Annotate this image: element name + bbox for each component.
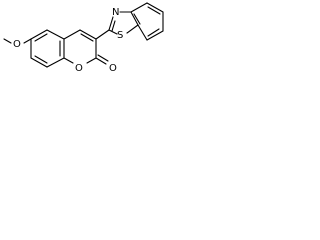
benzothiazole: [95, 2, 164, 41]
bond: [108, 16, 114, 31]
benzo-ring: [30, 29, 65, 68]
bond: [23, 38, 32, 44]
methoxy-group: [3, 38, 32, 44]
bond: [95, 29, 110, 40]
double-bond-inner: [133, 13, 141, 25]
double-bond-inner: [147, 6, 161, 15]
bond: [79, 29, 97, 40]
bond: [130, 11, 139, 26]
carbonyl-bond: [97, 54, 109, 62]
double-bond-inner: [34, 33, 48, 42]
ring-oxygen-label: O: [75, 63, 83, 74]
bond: [130, 2, 148, 13]
bond: [30, 29, 48, 40]
bond: [63, 57, 74, 64]
bond: [126, 24, 139, 34]
bond: [30, 57, 48, 68]
carbonyl-oxygen-label: O: [109, 63, 117, 74]
double-bond-inner: [80, 33, 94, 42]
thiazole-sulfur-label: S: [117, 30, 123, 41]
thiazole-nitrogen-label: N: [112, 7, 119, 18]
bond: [63, 29, 81, 40]
bond: [137, 24, 148, 41]
double-bond-inner: [111, 20, 116, 32]
bond: [146, 2, 164, 13]
bond: [3, 38, 12, 44]
bond: [46, 29, 65, 40]
chemical-structure: O O O N S: [3, 2, 164, 74]
methoxy-oxygen-label: O: [13, 39, 21, 50]
bond: [146, 30, 164, 41]
double-bond-inner: [147, 28, 160, 37]
bond: [108, 29, 118, 35]
bond: [46, 57, 65, 68]
pyranone-ring: [63, 29, 109, 65]
bond: [86, 57, 97, 64]
double-bond-inner: [34, 55, 48, 64]
carbonyl-bond: [95, 57, 107, 65]
